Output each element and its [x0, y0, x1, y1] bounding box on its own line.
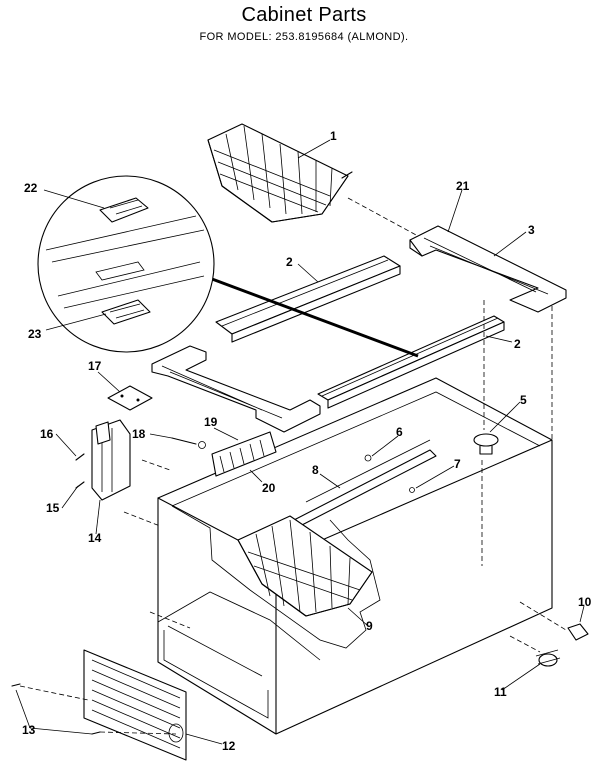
model-subtitle: FOR MODEL: 253.8195684 (ALMOND). — [199, 31, 409, 43]
alignment-lines — [19, 197, 567, 735]
callout-7: 7 — [454, 457, 461, 471]
callout-1: 1 — [330, 129, 337, 143]
breaker-corner-frame — [409, 225, 567, 313]
leader-lines — [15, 139, 585, 745]
callout-13: 13 — [22, 723, 36, 737]
callout-12: 12 — [222, 739, 236, 753]
breaker-strip-upper — [215, 255, 401, 343]
callout-labels: 1 2 2 3 5 6 7 8 9 10 11 12 13 14 15 16 1… — [22, 129, 592, 753]
callout-20: 20 — [262, 481, 276, 495]
detail-magnifier — [37, 175, 215, 353]
callout-8: 8 — [312, 463, 319, 477]
callout-18: 18 — [132, 427, 146, 441]
callout-6: 6 — [396, 425, 403, 439]
basket-lower — [237, 515, 373, 617]
callout-14: 14 — [88, 531, 102, 545]
small-parts — [11, 433, 589, 735]
callout-2-upper: 2 — [286, 255, 293, 269]
hinge-plate — [107, 385, 153, 411]
basket-upper — [207, 123, 353, 223]
callout-23: 23 — [28, 327, 42, 341]
callout-2-lower: 2 — [514, 337, 521, 351]
callout-19: 19 — [204, 415, 218, 429]
callout-11: 11 — [494, 685, 507, 699]
callout-9: 9 — [366, 619, 373, 633]
callout-3: 3 — [528, 223, 535, 237]
cabinet-body — [157, 377, 553, 735]
callout-21: 21 — [456, 179, 470, 193]
page-title: Cabinet Parts — [241, 4, 367, 26]
callout-22: 22 — [24, 181, 38, 195]
breaker-frame-left — [151, 345, 321, 433]
grille — [83, 649, 187, 761]
callout-17: 17 — [88, 359, 102, 373]
callout-5: 5 — [520, 393, 527, 407]
breaker-strip-lower — [317, 315, 505, 409]
hinge — [91, 419, 131, 501]
callout-15: 15 — [46, 501, 60, 515]
light-assembly — [211, 431, 277, 477]
callout-16: 16 — [40, 427, 54, 441]
callout-10: 10 — [578, 595, 592, 609]
